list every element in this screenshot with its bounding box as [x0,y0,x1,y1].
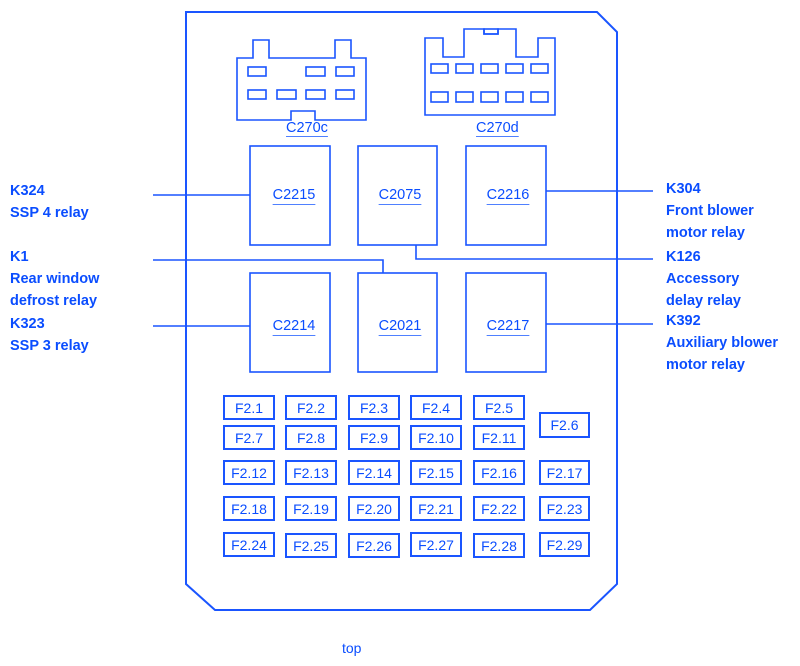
fuse: F2.22 [473,496,525,521]
callout-k304-code: K304 [666,181,701,197]
callout-k126-desc-1: Accessory [666,271,740,287]
fuse: F2.27 [410,532,462,557]
callout-k392: K392 Auxiliary blower motor relay [666,310,778,376]
relay-c2216-box [465,145,547,246]
connector-c270c-shape [236,39,367,121]
relay-c2215-label: C2215 [272,187,316,203]
fuse: F2.21 [410,496,462,521]
callout-k1-code: K1 [10,249,29,265]
callout-k324: K324 SSP 4 relay [10,180,89,224]
relay-c2214-label: C2214 [272,318,316,334]
fuse: F2.5 [473,395,525,420]
callout-k323: K323 SSP 3 relay [10,313,89,357]
callout-k323-code: K323 [10,316,45,332]
fuse: F2.19 [285,496,337,521]
callout-k323-desc: SSP 3 relay [10,338,89,354]
leader-k126 [415,245,653,260]
relay-c2075-box [357,145,438,246]
fuse: F2.11 [473,425,525,450]
connector-c270d-label: C270d [476,120,519,136]
fuse: F2.29 [539,532,590,557]
fuse: F2.9 [348,425,400,450]
fuse-box-outline [185,11,618,611]
connector-c270c-label: C270c [286,120,328,136]
leader-k1 [153,259,384,273]
relay-c2021-box [357,272,438,373]
callout-k1-desc-2: defrost relay [10,293,98,309]
callout-k126-desc-2: delay relay [666,293,741,309]
fuse: F2.2 [285,395,337,420]
fuse: F2.28 [473,533,525,558]
fuse: F2.26 [348,533,400,558]
relay-c2217-label: C2217 [486,318,530,334]
callout-k304: K304 Front blower motor relay [666,178,754,244]
fuse: F2.23 [539,496,590,521]
fuse: F2.24 [223,532,275,557]
fuse: F2.8 [285,425,337,450]
callout-k126-code: K126 [666,249,701,265]
fuse: F2.18 [223,496,275,521]
relay-c2075-label: C2075 [378,187,422,203]
fuse: F2.13 [285,460,337,485]
fuse: F2.7 [223,425,275,450]
callout-k1: K1 Rear window defrost relay [10,246,99,312]
fuse: F2.6 [539,412,590,438]
fuse: F2.4 [410,395,462,420]
fuse: F2.12 [223,460,275,485]
fuse: F2.10 [410,425,462,450]
fuse: F2.17 [539,460,590,485]
relay-c2217-box [465,272,547,373]
callout-k392-desc-1: Auxiliary blower [666,335,779,351]
callout-k1-desc-1: Rear window [10,271,100,287]
fuse: F2.3 [348,395,400,420]
callout-k126: K126 Accessory delay relay [666,246,741,312]
relay-c2214-box [249,272,331,373]
fuse: F2.16 [473,460,525,485]
callout-k392-desc-2: motor relay [666,357,745,373]
callout-k304-desc-1: Front blower [666,203,754,219]
fuse: F2.1 [223,395,275,420]
orientation-label: top [342,640,362,656]
fuse: F2.25 [285,533,337,558]
fuse: F2.20 [348,496,400,521]
fuse: F2.14 [348,460,400,485]
connector-c270d-shape [424,28,556,116]
callout-k324-code: K324 [10,183,45,199]
relay-c2216-label: C2216 [486,187,530,203]
callout-k304-desc-2: motor relay [666,225,745,241]
callout-k324-desc: SSP 4 relay [10,205,89,221]
callout-k392-code: K392 [666,313,701,329]
relay-c2021-label: C2021 [378,318,422,334]
fuse: F2.15 [410,460,462,485]
